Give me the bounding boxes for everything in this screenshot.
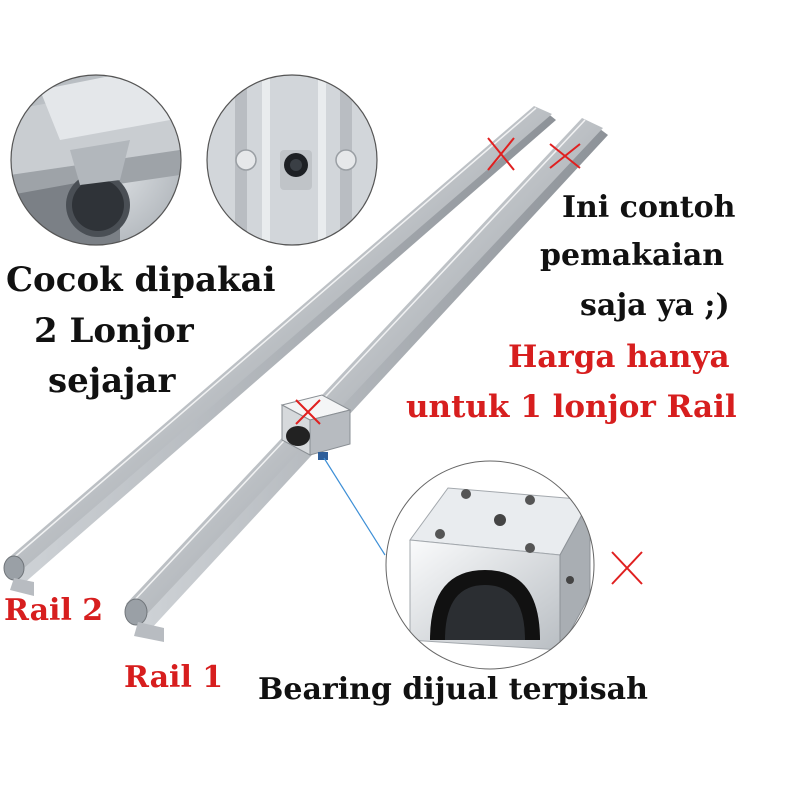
rail-profile-detail [10,74,182,246]
rail-2-illustration [3,106,556,596]
rail-1-illustration [124,118,608,642]
harga-line-1: Harga hanya [508,339,730,375]
rail-2-label: Rail 2 [4,593,104,628]
cocok-line-3: sejajar [48,361,176,401]
contoh-line-1: Ini contoh [562,190,736,225]
cocok-line-2: 2 Lonjor [34,311,194,351]
harga-line-2: untuk 1 lonjor Rail [406,389,737,425]
leader-line [323,457,386,556]
bearing-detail [385,460,595,670]
rail-1-label: Rail 1 [124,660,224,695]
red-cross-icon [611,551,643,585]
bearing-note: Bearing dijual terpisah [258,672,648,707]
red-cross-icon [549,143,581,169]
cocok-line-1: Cocok dipakai [6,260,276,300]
red-cross-icon [487,137,515,171]
contoh-line-3: saja ya ;) [580,288,730,323]
red-cross-icon [295,399,321,425]
rail-holes-detail [206,74,378,246]
contoh-line-2: pemakaian [540,238,725,273]
